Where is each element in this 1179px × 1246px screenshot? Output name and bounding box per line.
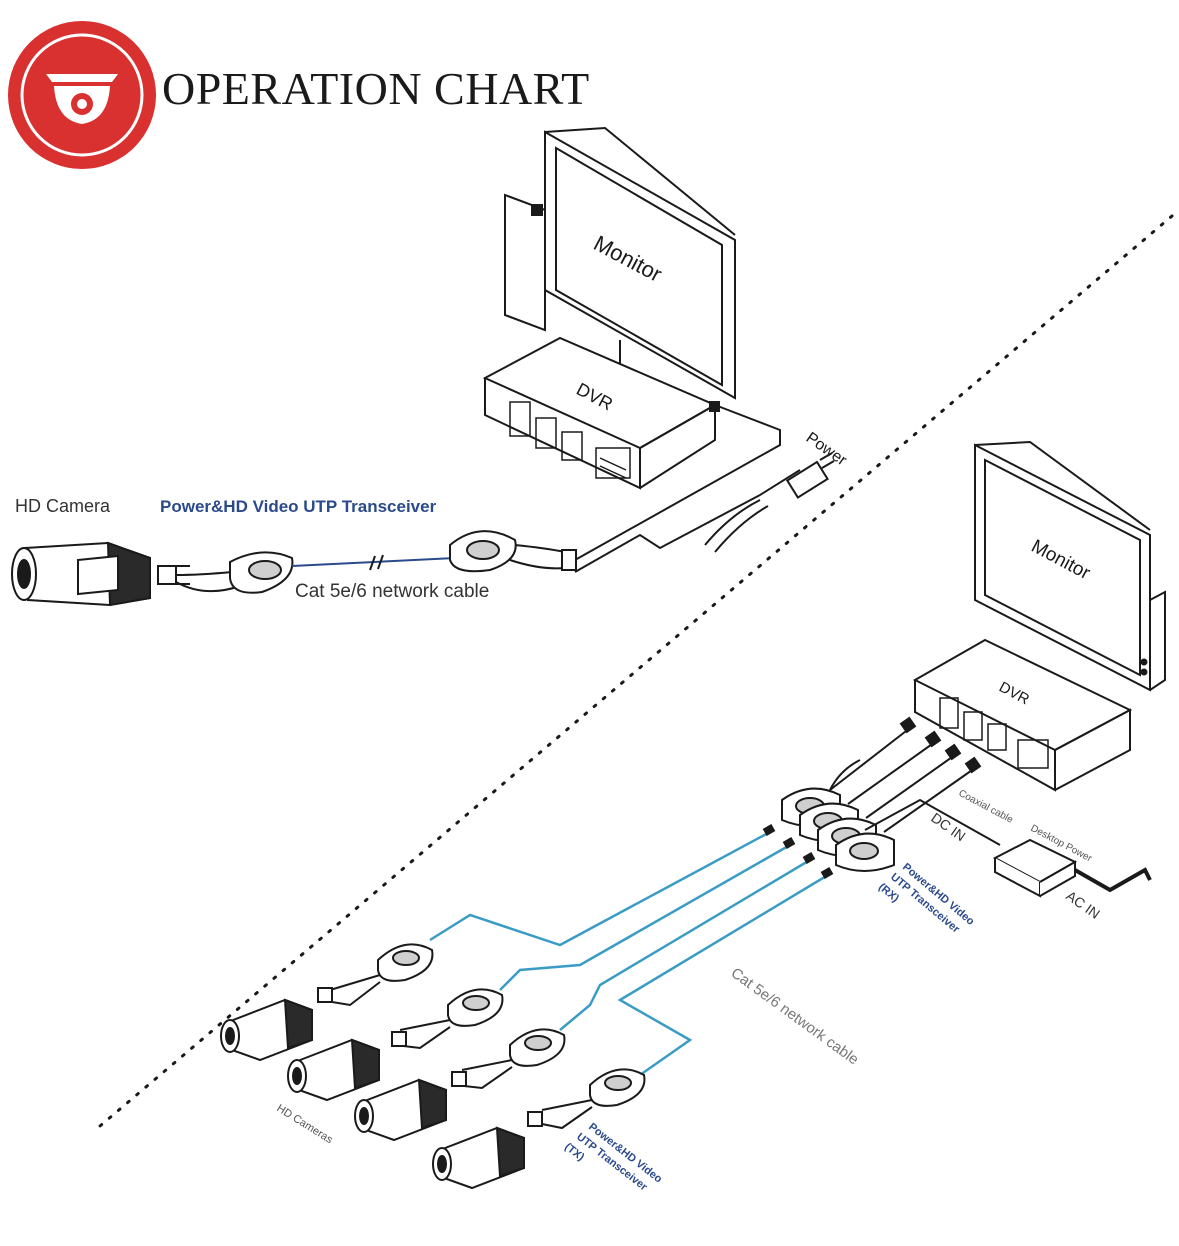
top-tx-transceiver [157,551,294,594]
rx-transceiver-bundle [781,716,1001,872]
ac-in-label: AC IN [1063,887,1103,922]
top-hd-camera [11,541,151,607]
desktop-power-adapter [992,838,1152,898]
coaxial-cable-label: Coaxial cable [957,788,1016,826]
cable-connectors [762,824,834,879]
top-transceiver-label: Power&HD Video UTP Transceiver [160,497,437,516]
page-title: OPERATION CHART [162,63,590,114]
hd-cameras-label: HD Cameras [274,1102,335,1146]
top-network-cable [291,554,456,571]
hd-camera-1 [220,998,313,1062]
top-monitor [504,126,736,400]
top-camera-label: HD Camera [15,496,111,516]
dc-in-label: DC IN [928,809,968,844]
bottom-dvr [912,638,1133,792]
bottom-monitor [974,440,1166,692]
top-power-label: Power [803,429,850,469]
top-power-wiring [574,404,835,573]
hd-camera-4 [432,1126,525,1190]
top-rx-transceiver [449,530,577,573]
hd-camera-2 [287,1038,380,1102]
dome-camera-icon [8,21,156,169]
top-cable-label: Cat 5e/6 network cable [295,581,489,602]
tx-transceivers [317,943,646,1130]
bottom-network-cables [429,830,829,1077]
bottom-cable-label: Cat 5e/6 network cable [728,964,862,1068]
hd-camera-3 [354,1078,447,1142]
